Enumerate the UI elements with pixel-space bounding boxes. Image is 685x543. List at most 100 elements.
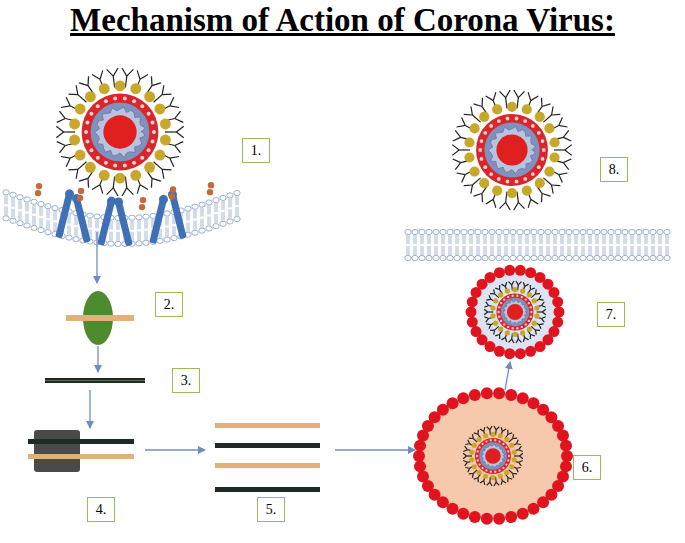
stroke	[617, 246, 618, 255]
stroke	[479, 235, 480, 244]
stroke	[474, 193, 482, 196]
stroke	[468, 440, 470, 444]
stroke	[531, 172, 535, 176]
stroke	[192, 230, 198, 235]
stroke	[414, 460, 426, 472]
stroke	[530, 334, 531, 339]
virus-particle	[56, 68, 183, 196]
stroke	[125, 76, 126, 87]
stroke	[523, 119, 527, 123]
stroke	[522, 104, 532, 114]
stroke	[535, 178, 545, 188]
stroke	[584, 246, 585, 255]
step-arrows	[90, 232, 510, 450]
stroke	[556, 235, 557, 244]
stroke	[504, 437, 509, 442]
stroke	[668, 235, 669, 244]
stroke	[494, 346, 505, 357]
stroke	[442, 235, 443, 244]
stroke	[92, 74, 100, 79]
stroke	[217, 203, 218, 212]
stroke	[189, 223, 190, 232]
stroke	[484, 246, 485, 255]
virus-particle	[452, 90, 572, 210]
stroke	[493, 246, 494, 255]
stroke	[559, 125, 568, 127]
stroke	[478, 463, 480, 465]
stroke	[160, 135, 171, 146]
stroke	[35, 216, 36, 225]
stroke	[652, 246, 653, 255]
stroke	[70, 215, 71, 224]
stroke	[417, 470, 429, 482]
stroke	[535, 293, 540, 294]
stroke	[503, 323, 505, 325]
stroke	[42, 207, 43, 216]
stroke	[112, 221, 113, 230]
stroke	[570, 246, 571, 255]
stroke	[500, 235, 501, 244]
stroke	[119, 221, 120, 230]
stroke	[507, 304, 523, 320]
stroke	[465, 235, 466, 244]
stroke	[413, 450, 425, 462]
stroke	[489, 124, 493, 128]
stroke	[510, 255, 516, 260]
ligand	[35, 190, 41, 196]
stroke	[137, 185, 140, 194]
stroke	[162, 85, 164, 94]
stroke	[147, 112, 151, 116]
stroke	[175, 142, 184, 146]
stroke	[538, 255, 544, 260]
stroke	[199, 228, 205, 233]
stroke	[575, 235, 576, 244]
stroke	[132, 161, 136, 165]
stroke	[494, 482, 496, 486]
rna-strand	[28, 454, 134, 459]
stroke	[647, 235, 648, 244]
stroke	[580, 255, 586, 260]
stroke	[497, 119, 501, 123]
stroke	[640, 235, 641, 244]
stroke	[28, 214, 29, 223]
stroke	[490, 432, 495, 437]
stroke	[525, 267, 536, 278]
stroke	[510, 229, 516, 234]
stroke	[47, 220, 48, 229]
stroke	[608, 255, 614, 260]
stroke	[152, 219, 153, 228]
stroke	[544, 123, 554, 133]
stroke	[539, 299, 543, 301]
stroke	[531, 124, 535, 128]
stroke	[477, 246, 478, 255]
stroke	[10, 192, 16, 197]
stroke	[147, 148, 151, 152]
stroke	[162, 169, 171, 171]
step-number-box: 4.	[87, 497, 115, 522]
stroke	[129, 215, 135, 220]
stroke	[220, 195, 226, 200]
stroke	[561, 450, 573, 462]
stroke	[462, 117, 466, 125]
stroke	[469, 473, 473, 474]
stroke	[540, 235, 541, 244]
stroke	[457, 508, 469, 520]
stroke	[528, 92, 531, 100]
stroke	[554, 149, 565, 150]
stroke	[525, 298, 527, 300]
stroke	[189, 212, 190, 221]
step-number-box: 6.	[573, 455, 601, 480]
stroke	[475, 229, 481, 234]
stroke	[430, 235, 431, 244]
stroke	[514, 202, 519, 210]
stroke	[96, 104, 100, 108]
stroke	[169, 195, 186, 239]
stroke	[419, 255, 425, 260]
stroke	[138, 220, 139, 229]
stroke	[96, 156, 100, 160]
stroke	[467, 317, 478, 328]
stroke	[577, 235, 578, 244]
stroke	[512, 339, 514, 343]
stroke	[437, 235, 438, 244]
stroke	[451, 246, 452, 255]
